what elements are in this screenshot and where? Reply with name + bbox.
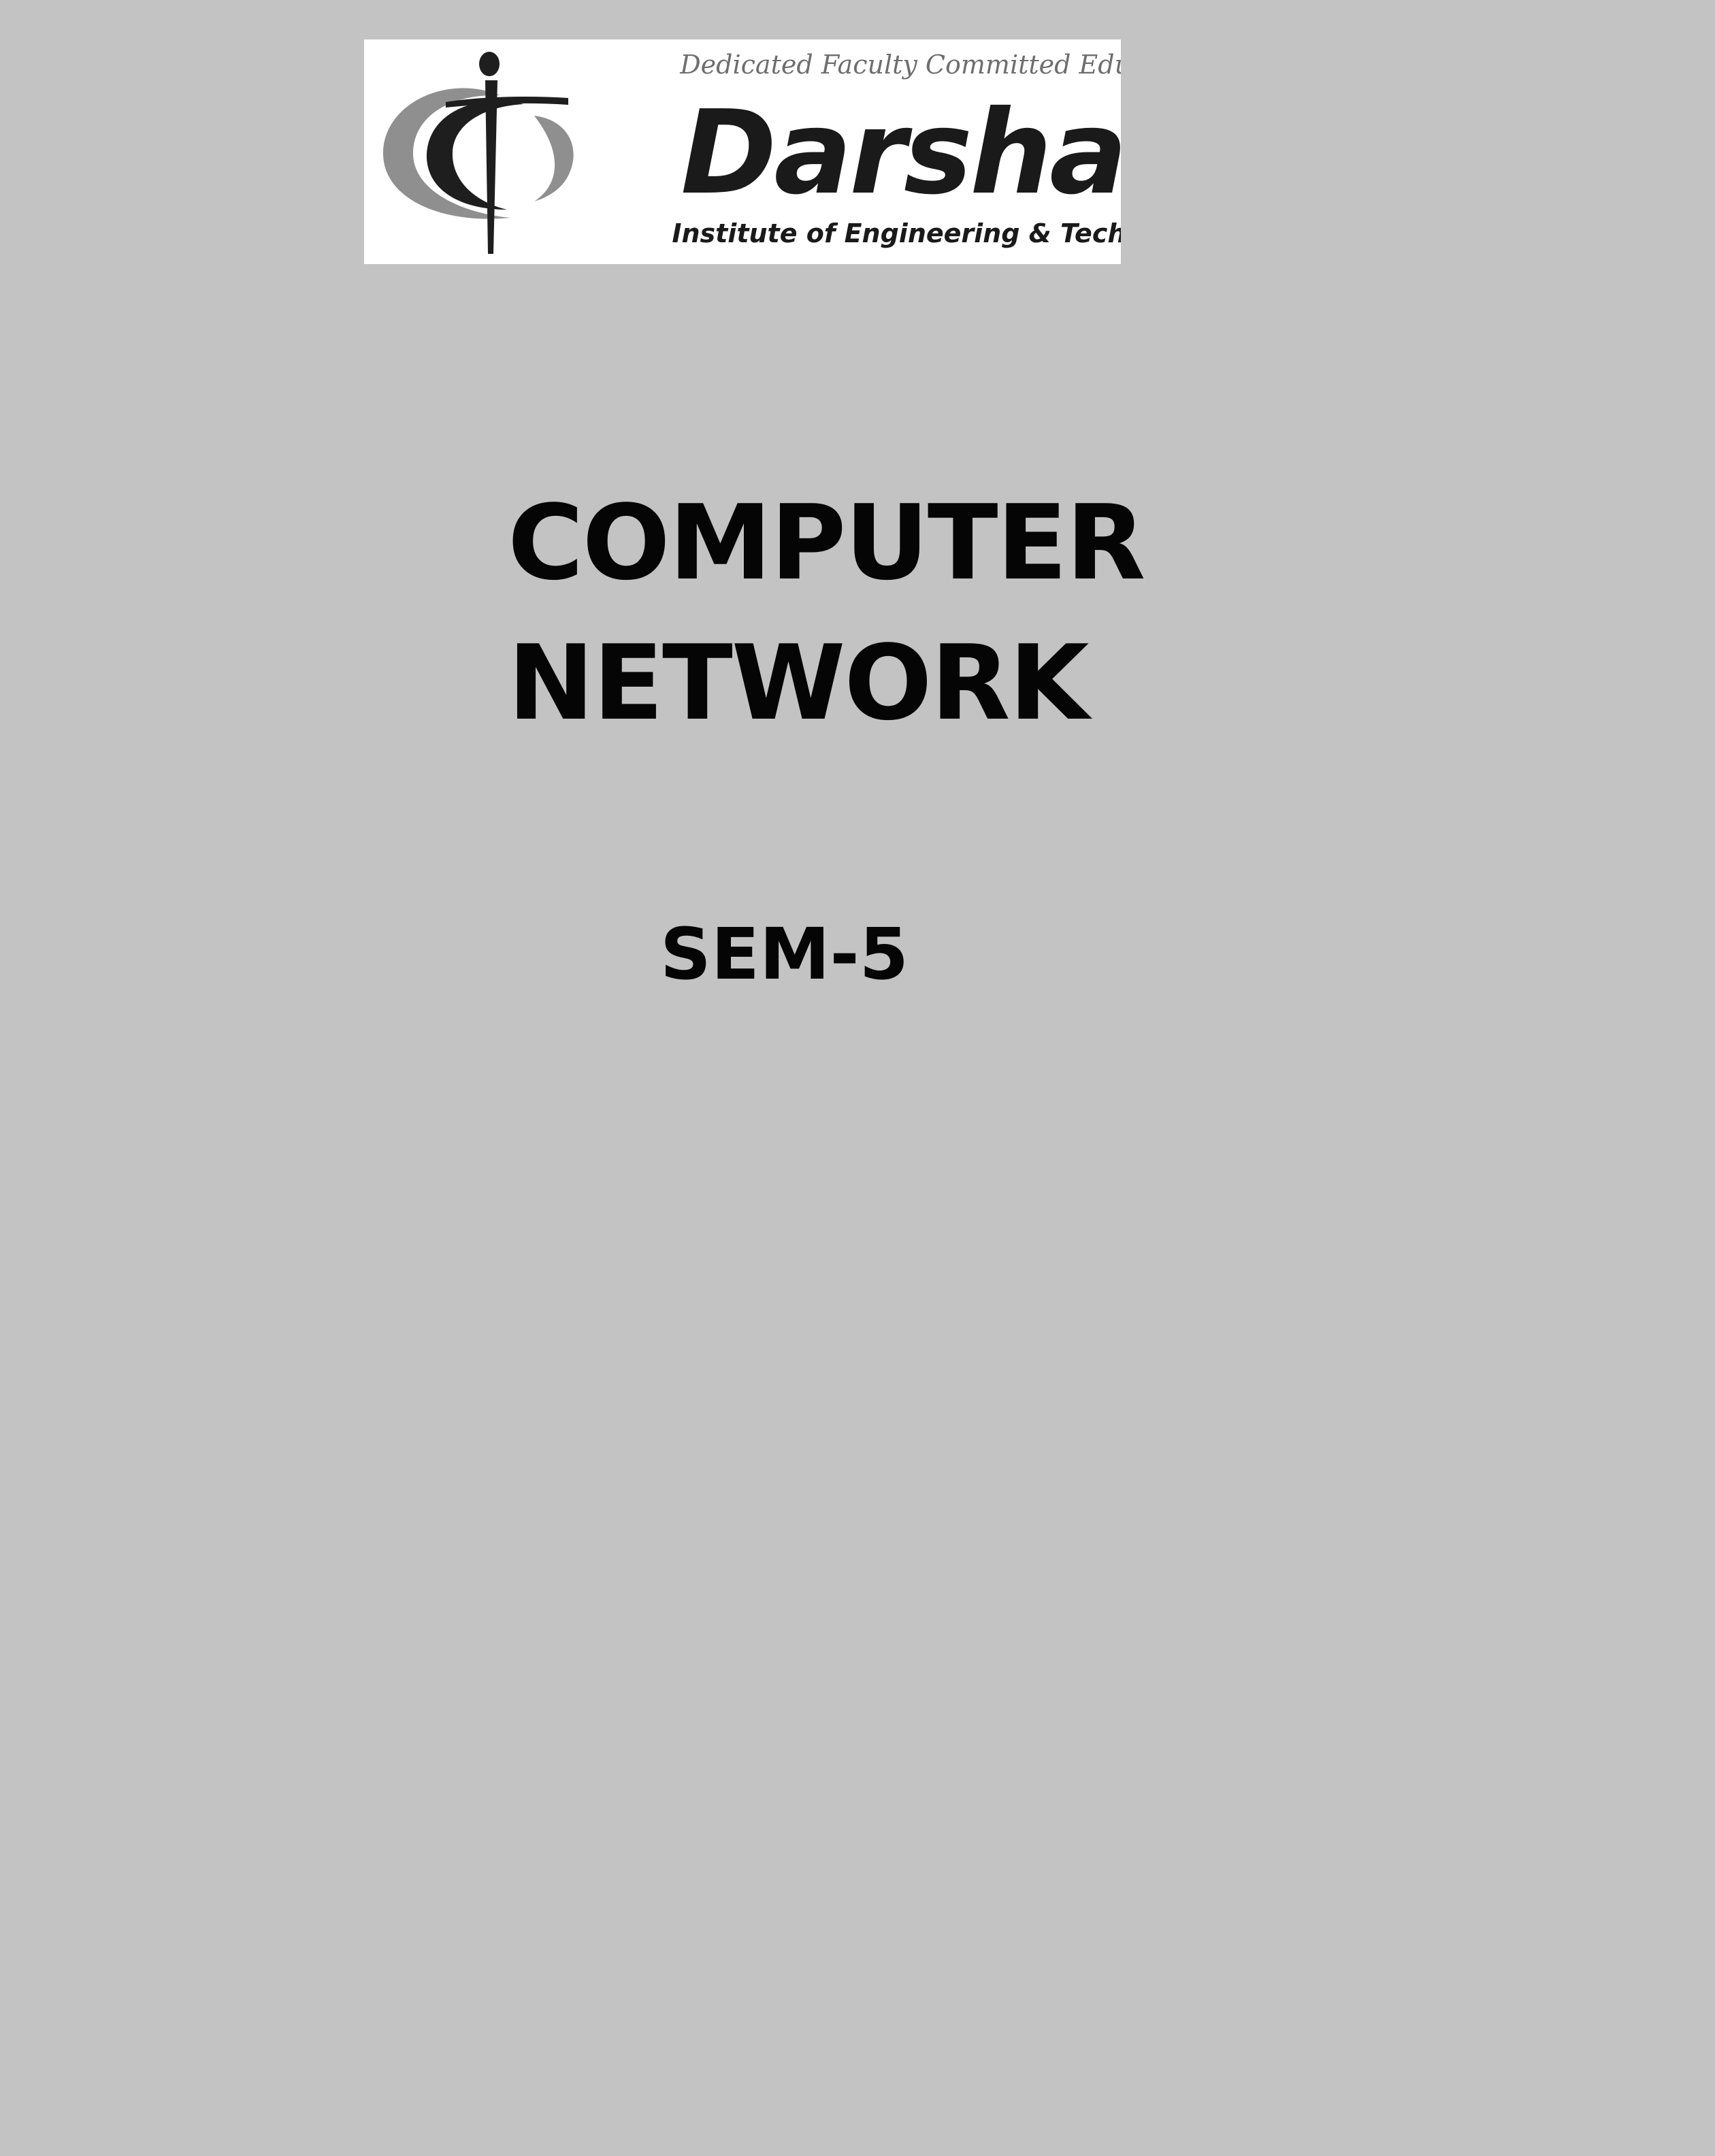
logo-graphic: Dedicated Faculty Committed Education Da… bbox=[382, 50, 1121, 254]
semester-label: SEM-5 bbox=[660, 913, 909, 996]
logo-brand: Darshan bbox=[681, 86, 1121, 220]
swoosh-right-shape bbox=[534, 116, 574, 201]
figure-head-shape bbox=[479, 52, 500, 76]
figure-body-shape bbox=[485, 80, 497, 254]
figure-arms-shape bbox=[446, 97, 568, 108]
title-line-2: NETWORK bbox=[508, 623, 1089, 743]
swoosh-outer-shape bbox=[382, 88, 510, 219]
swoosh-inner-shape bbox=[426, 101, 524, 210]
darshan-logo: Dedicated Faculty Committed Education Da… bbox=[364, 39, 1121, 264]
title-line-1: COMPUTER bbox=[508, 483, 1145, 603]
logo-tagline: Dedicated Faculty Committed Education bbox=[679, 50, 1121, 80]
logo-subtitle: Institute of Engineering & Technology bbox=[672, 218, 1121, 248]
